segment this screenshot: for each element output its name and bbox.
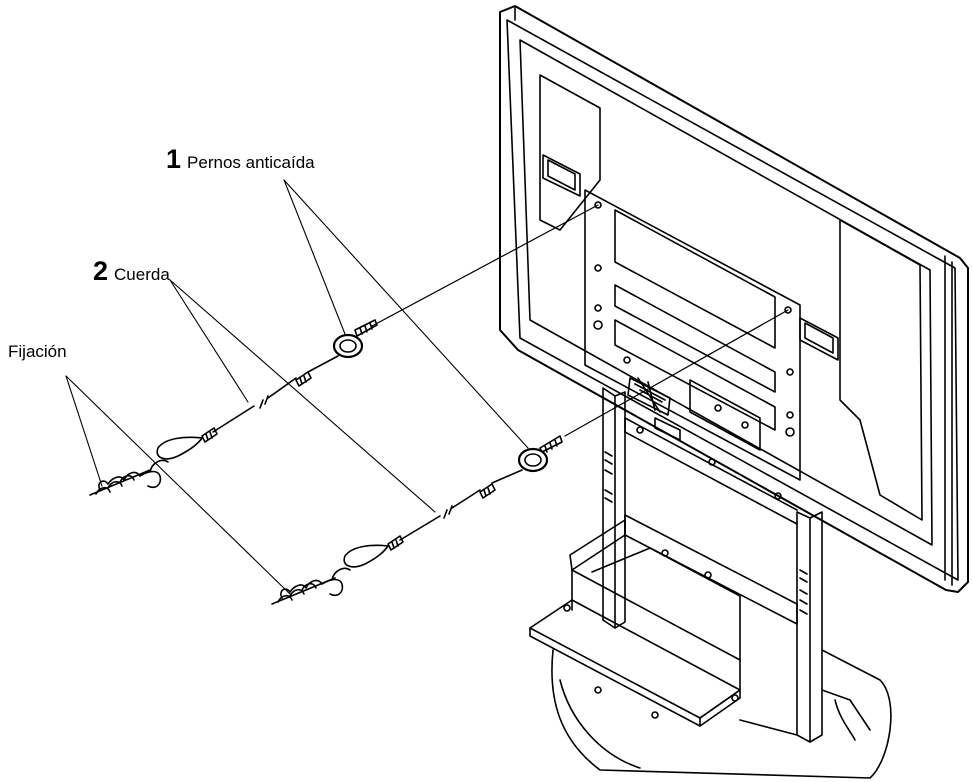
cord-label-number: 2 bbox=[93, 256, 109, 286]
upper-cord-assembly bbox=[156, 319, 378, 460]
stand-shelf bbox=[529, 514, 798, 727]
tv-back-panel bbox=[499, 5, 969, 593]
bolts-label-number: 1 bbox=[166, 144, 182, 174]
bolts-label-text: Pernos anticaída bbox=[187, 153, 315, 172]
lower-fixing-hook bbox=[271, 567, 351, 605]
lower-cord-assembly bbox=[343, 435, 563, 568]
stand-posts bbox=[602, 387, 823, 743]
cord-lines bbox=[371, 204, 789, 437]
fixing-label: Fijación bbox=[8, 342, 67, 362]
stand-base bbox=[551, 649, 892, 779]
bolts-label: 1 Pernos anticaída bbox=[166, 144, 315, 175]
cord-label-text: Cuerda bbox=[114, 265, 170, 284]
leader-lines bbox=[65, 179, 529, 595]
cord-label: 2 Cuerda bbox=[93, 256, 170, 287]
fixing-label-text: Fijación bbox=[8, 342, 67, 361]
upper-fixing-hook bbox=[89, 459, 169, 496]
